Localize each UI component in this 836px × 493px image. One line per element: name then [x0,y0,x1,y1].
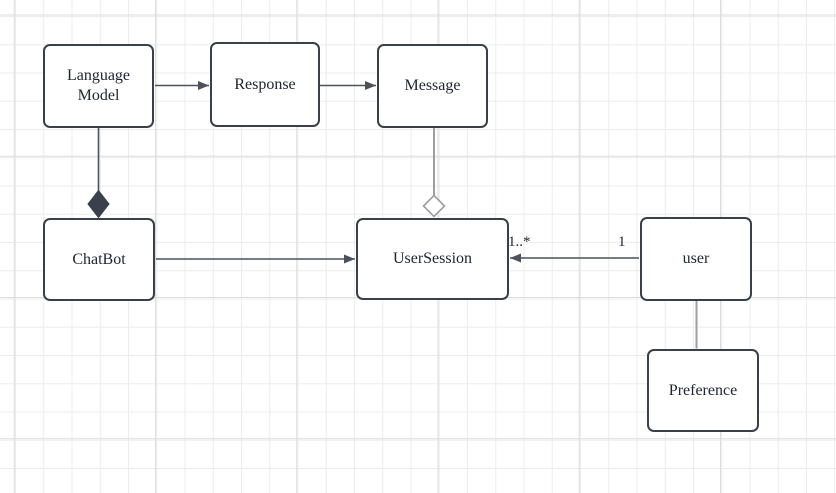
class-node-preference[interactable]: Preference [647,349,759,432]
node-label-response: Response [234,75,296,93]
class-node-response[interactable]: Response [210,42,320,127]
class-node-language-model[interactable]: Language Model [43,44,154,128]
aggregation-diamond-icon [422,194,446,218]
node-label-preference: Preference [668,381,738,399]
class-node-message[interactable]: Message [377,44,488,128]
class-node-chatbot[interactable]: ChatBot [43,218,155,301]
composition-diamond-icon [87,189,110,219]
class-node-usersession[interactable]: UserSession [356,218,509,300]
node-label-language-model: Language Model [66,67,131,104]
node-label-message: Message [404,77,461,94]
multiplicity-label-usersession[interactable]: 1..* [508,234,531,250]
node-label-chatbot: ChatBot [72,250,126,268]
multiplicity-label-user[interactable]: 1 [618,234,626,250]
node-label-usersession: UserSession [392,250,473,267]
class-node-user[interactable]: user [640,217,752,301]
node-label-user: user [682,250,710,267]
